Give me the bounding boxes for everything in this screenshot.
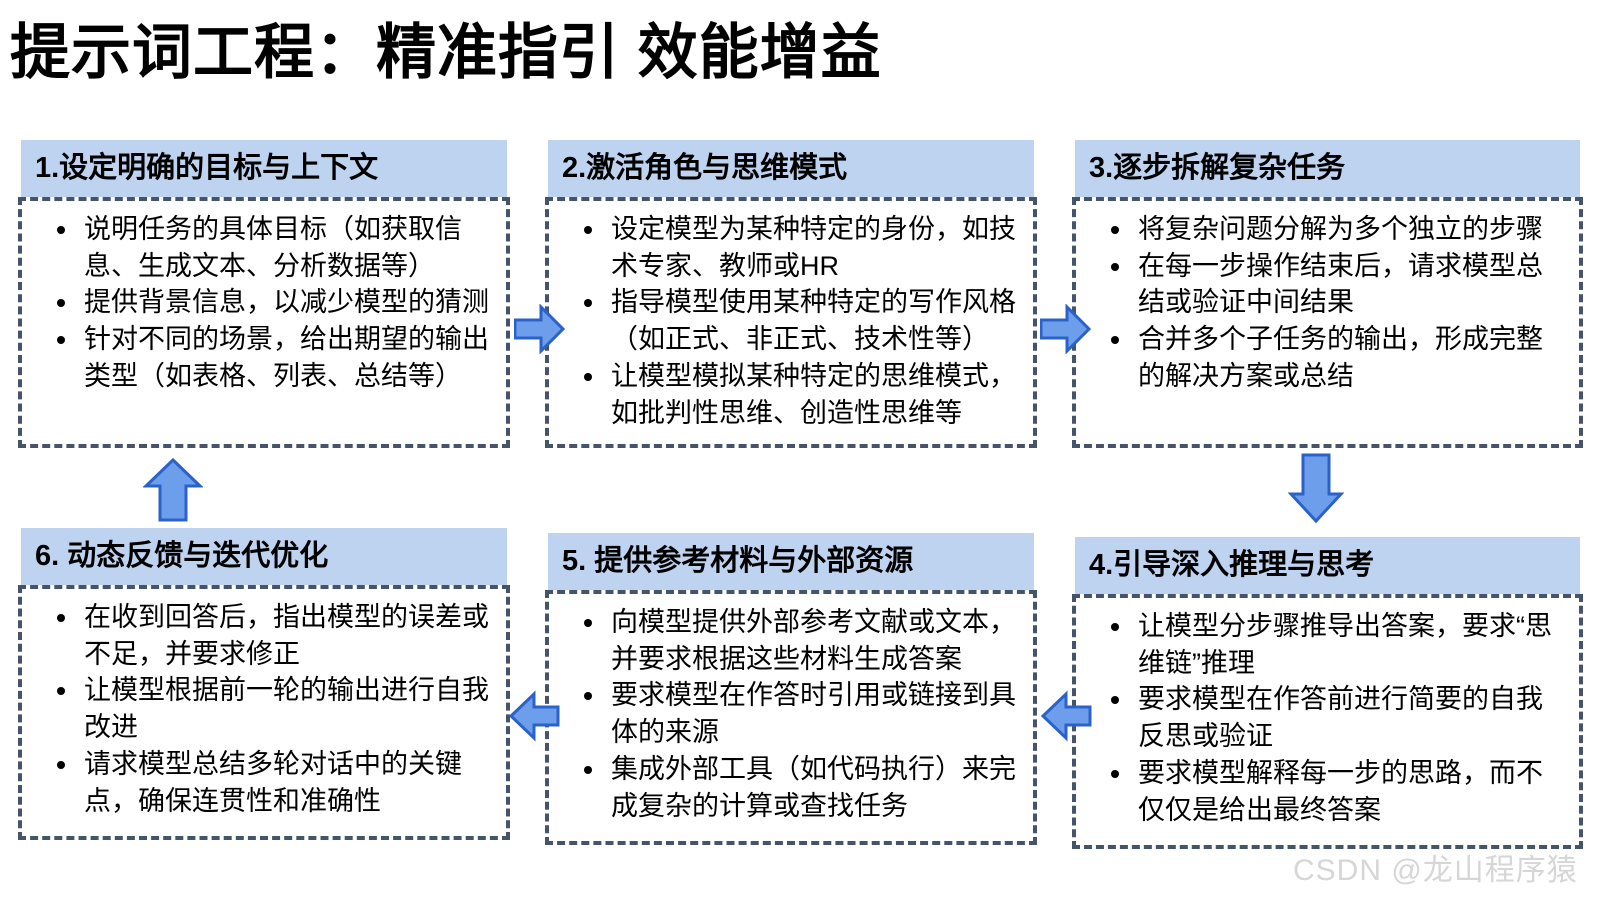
csdn-watermark: CSDN @龙山程序猿 bbox=[1293, 854, 1578, 887]
bullet-item: 将复杂问题分解为多个独立的步骤 bbox=[1134, 211, 1565, 248]
step-5-bullet-list: 向模型提供外部参考文献或文本，并要求根据这些材料生成答案要求模型在作答时引用或链… bbox=[549, 604, 1025, 824]
bullet-item: 在收到回答后，指出模型的误差或不足，并要求修正 bbox=[80, 599, 492, 672]
bullet-item: 要求模型在作答时引用或链接到具体的来源 bbox=[607, 677, 1019, 750]
bullet-item: 让模型模拟某种特定的思维模式，如批判性思维、创造性思维等 bbox=[607, 358, 1019, 431]
page-title: 提示词工程：精准指引 效能增益 bbox=[10, 19, 882, 86]
step-2-body: 设定模型为某种特定的身份，如技术专家、教师或HR指导模型使用某种特定的写作风格（… bbox=[545, 197, 1037, 448]
bullet-item: 指导模型使用某种特定的写作风格（如正式、非正式、技术性等） bbox=[607, 284, 1019, 357]
step-1-header: 1.设定明确的目标与上下文 bbox=[21, 140, 507, 197]
step-box-6: 6. 动态反馈与迭代优化 在收到回答后，指出模型的误差或不足，并要求修正让模型根… bbox=[18, 528, 510, 840]
step-4-body: 让模型分步骤推导出答案，要求“思维链”推理要求模型在作答前进行简要的自我反思或验… bbox=[1072, 594, 1583, 849]
step-6-bullet-list: 在收到回答后，指出模型的误差或不足，并要求修正让模型根据前一轮的输出进行自我改进… bbox=[22, 599, 498, 819]
arrow-5-to-6-icon bbox=[508, 690, 560, 742]
arrow-6-to-1-icon bbox=[143, 457, 203, 522]
step-box-4: 4.引导深入推理与思考 让模型分步骤推导出答案，要求“思维链”推理要求模型在作答… bbox=[1072, 537, 1583, 849]
step-1-body: 说明任务的具体目标（如获取信息、生成文本、分析数据等）提供背景信息，以减少模型的… bbox=[18, 197, 510, 448]
step-3-body: 将复杂问题分解为多个独立的步骤在每一步操作结束后，请求模型总结或验证中间结果合并… bbox=[1072, 197, 1583, 448]
step-2-bullet-list: 设定模型为某种特定的身份，如技术专家、教师或HR指导模型使用某种特定的写作风格（… bbox=[549, 211, 1025, 431]
step-5-header: 5. 提供参考材料与外部资源 bbox=[548, 533, 1034, 590]
step-3-header: 3.逐步拆解复杂任务 bbox=[1075, 140, 1580, 197]
step-6-header: 6. 动态反馈与迭代优化 bbox=[21, 528, 507, 585]
step-3-bullet-list: 将复杂问题分解为多个独立的步骤在每一步操作结束后，请求模型总结或验证中间结果合并… bbox=[1076, 211, 1571, 395]
step-6-body: 在收到回答后，指出模型的误差或不足，并要求修正让模型根据前一轮的输出进行自我改进… bbox=[18, 585, 510, 840]
step-box-3: 3.逐步拆解复杂任务 将复杂问题分解为多个独立的步骤在每一步操作结束后，请求模型… bbox=[1072, 140, 1583, 448]
arrow-1-to-2-icon bbox=[514, 304, 566, 354]
bullet-item: 说明任务的具体目标（如获取信息、生成文本、分析数据等） bbox=[80, 211, 492, 284]
bullet-item: 请求模型总结多轮对话中的关键点，确保连贯性和准确性 bbox=[80, 746, 492, 819]
arrow-3-to-4-icon bbox=[1288, 453, 1344, 524]
bullet-item: 让模型分步骤推导出答案，要求“思维链”推理 bbox=[1134, 608, 1565, 681]
bullet-item: 向模型提供外部参考文献或文本，并要求根据这些材料生成答案 bbox=[607, 604, 1019, 677]
arrow-2-to-3-icon bbox=[1040, 304, 1092, 354]
bullet-item: 提供背景信息，以减少模型的猜测 bbox=[80, 284, 492, 321]
step-box-5: 5. 提供参考材料与外部资源 向模型提供外部参考文献或文本，并要求根据这些材料生… bbox=[545, 533, 1037, 845]
arrow-4-to-5-icon bbox=[1040, 690, 1092, 742]
bullet-item: 集成外部工具（如代码执行）来完成复杂的计算或查找任务 bbox=[607, 751, 1019, 824]
step-4-bullet-list: 让模型分步骤推导出答案，要求“思维链”推理要求模型在作答前进行简要的自我反思或验… bbox=[1076, 608, 1571, 828]
bullet-item: 针对不同的场景，给出期望的输出类型（如表格、列表、总结等） bbox=[80, 321, 492, 394]
bullet-item: 设定模型为某种特定的身份，如技术专家、教师或HR bbox=[607, 211, 1019, 284]
bullet-item: 让模型根据前一轮的输出进行自我改进 bbox=[80, 672, 492, 745]
step-1-bullet-list: 说明任务的具体目标（如获取信息、生成文本、分析数据等）提供背景信息，以减少模型的… bbox=[22, 211, 498, 395]
bullet-item: 要求模型在作答前进行简要的自我反思或验证 bbox=[1134, 681, 1565, 754]
step-5-body: 向模型提供外部参考文献或文本，并要求根据这些材料生成答案要求模型在作答时引用或链… bbox=[545, 590, 1037, 845]
step-4-header: 4.引导深入推理与思考 bbox=[1075, 537, 1580, 594]
bullet-item: 在每一步操作结束后，请求模型总结或验证中间结果 bbox=[1134, 248, 1565, 321]
step-box-2: 2.激活角色与思维模式 设定模型为某种特定的身份，如技术专家、教师或HR指导模型… bbox=[545, 140, 1037, 448]
step-2-header: 2.激活角色与思维模式 bbox=[548, 140, 1034, 197]
step-box-1: 1.设定明确的目标与上下文 说明任务的具体目标（如获取信息、生成文本、分析数据等… bbox=[18, 140, 510, 448]
bullet-item: 合并多个子任务的输出，形成完整的解决方案或总结 bbox=[1134, 321, 1565, 394]
bullet-item: 要求模型解释每一步的思路，而不仅仅是给出最终答案 bbox=[1134, 755, 1565, 828]
